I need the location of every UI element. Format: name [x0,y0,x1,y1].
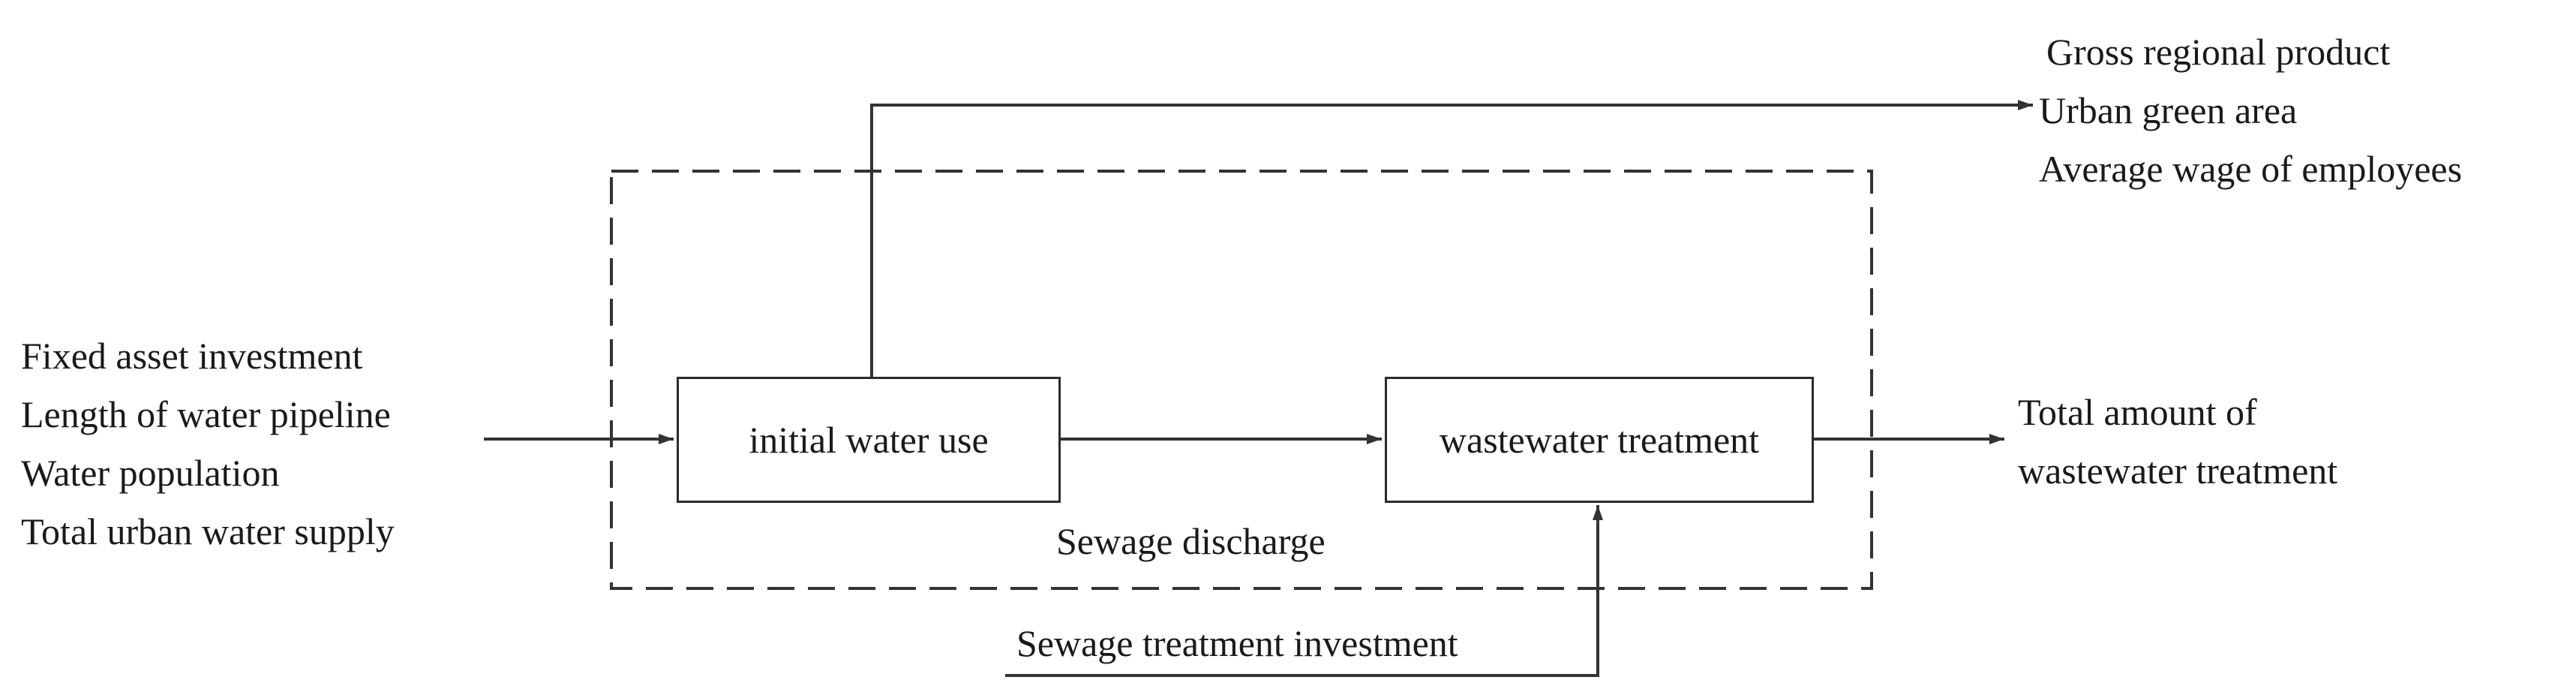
right-output-line: Total amount of [2018,391,2257,433]
initial-water-use-label: initial water use [749,419,989,461]
right-output-line: wastewater treatment [2018,450,2338,492]
wastewater-treatment-label: wastewater treatment [1439,419,1760,461]
top-output-item: Urban green area [2039,89,2298,131]
sewage-investment-label: Sewage treatment investment [1016,622,1458,664]
top-output-item: Average wage of employees [2039,148,2463,190]
input-item: Total urban water supply [21,510,395,552]
wastewater-treatment-box: wastewater treatment [1385,377,1814,503]
top-output-arrow [870,100,2033,377]
input-item: Length of water pipeline [21,393,391,435]
investment-arrow [1005,505,1603,677]
sewage-discharge-label: Sewage discharge [1056,520,1326,562]
initial-water-use-box: initial water use [677,377,1061,503]
input-item: Fixed asset investment [21,335,363,377]
dashed-boundary [610,170,1873,590]
top-output-item: Gross regional product [2046,31,2391,73]
input-item: Water population [21,452,280,494]
